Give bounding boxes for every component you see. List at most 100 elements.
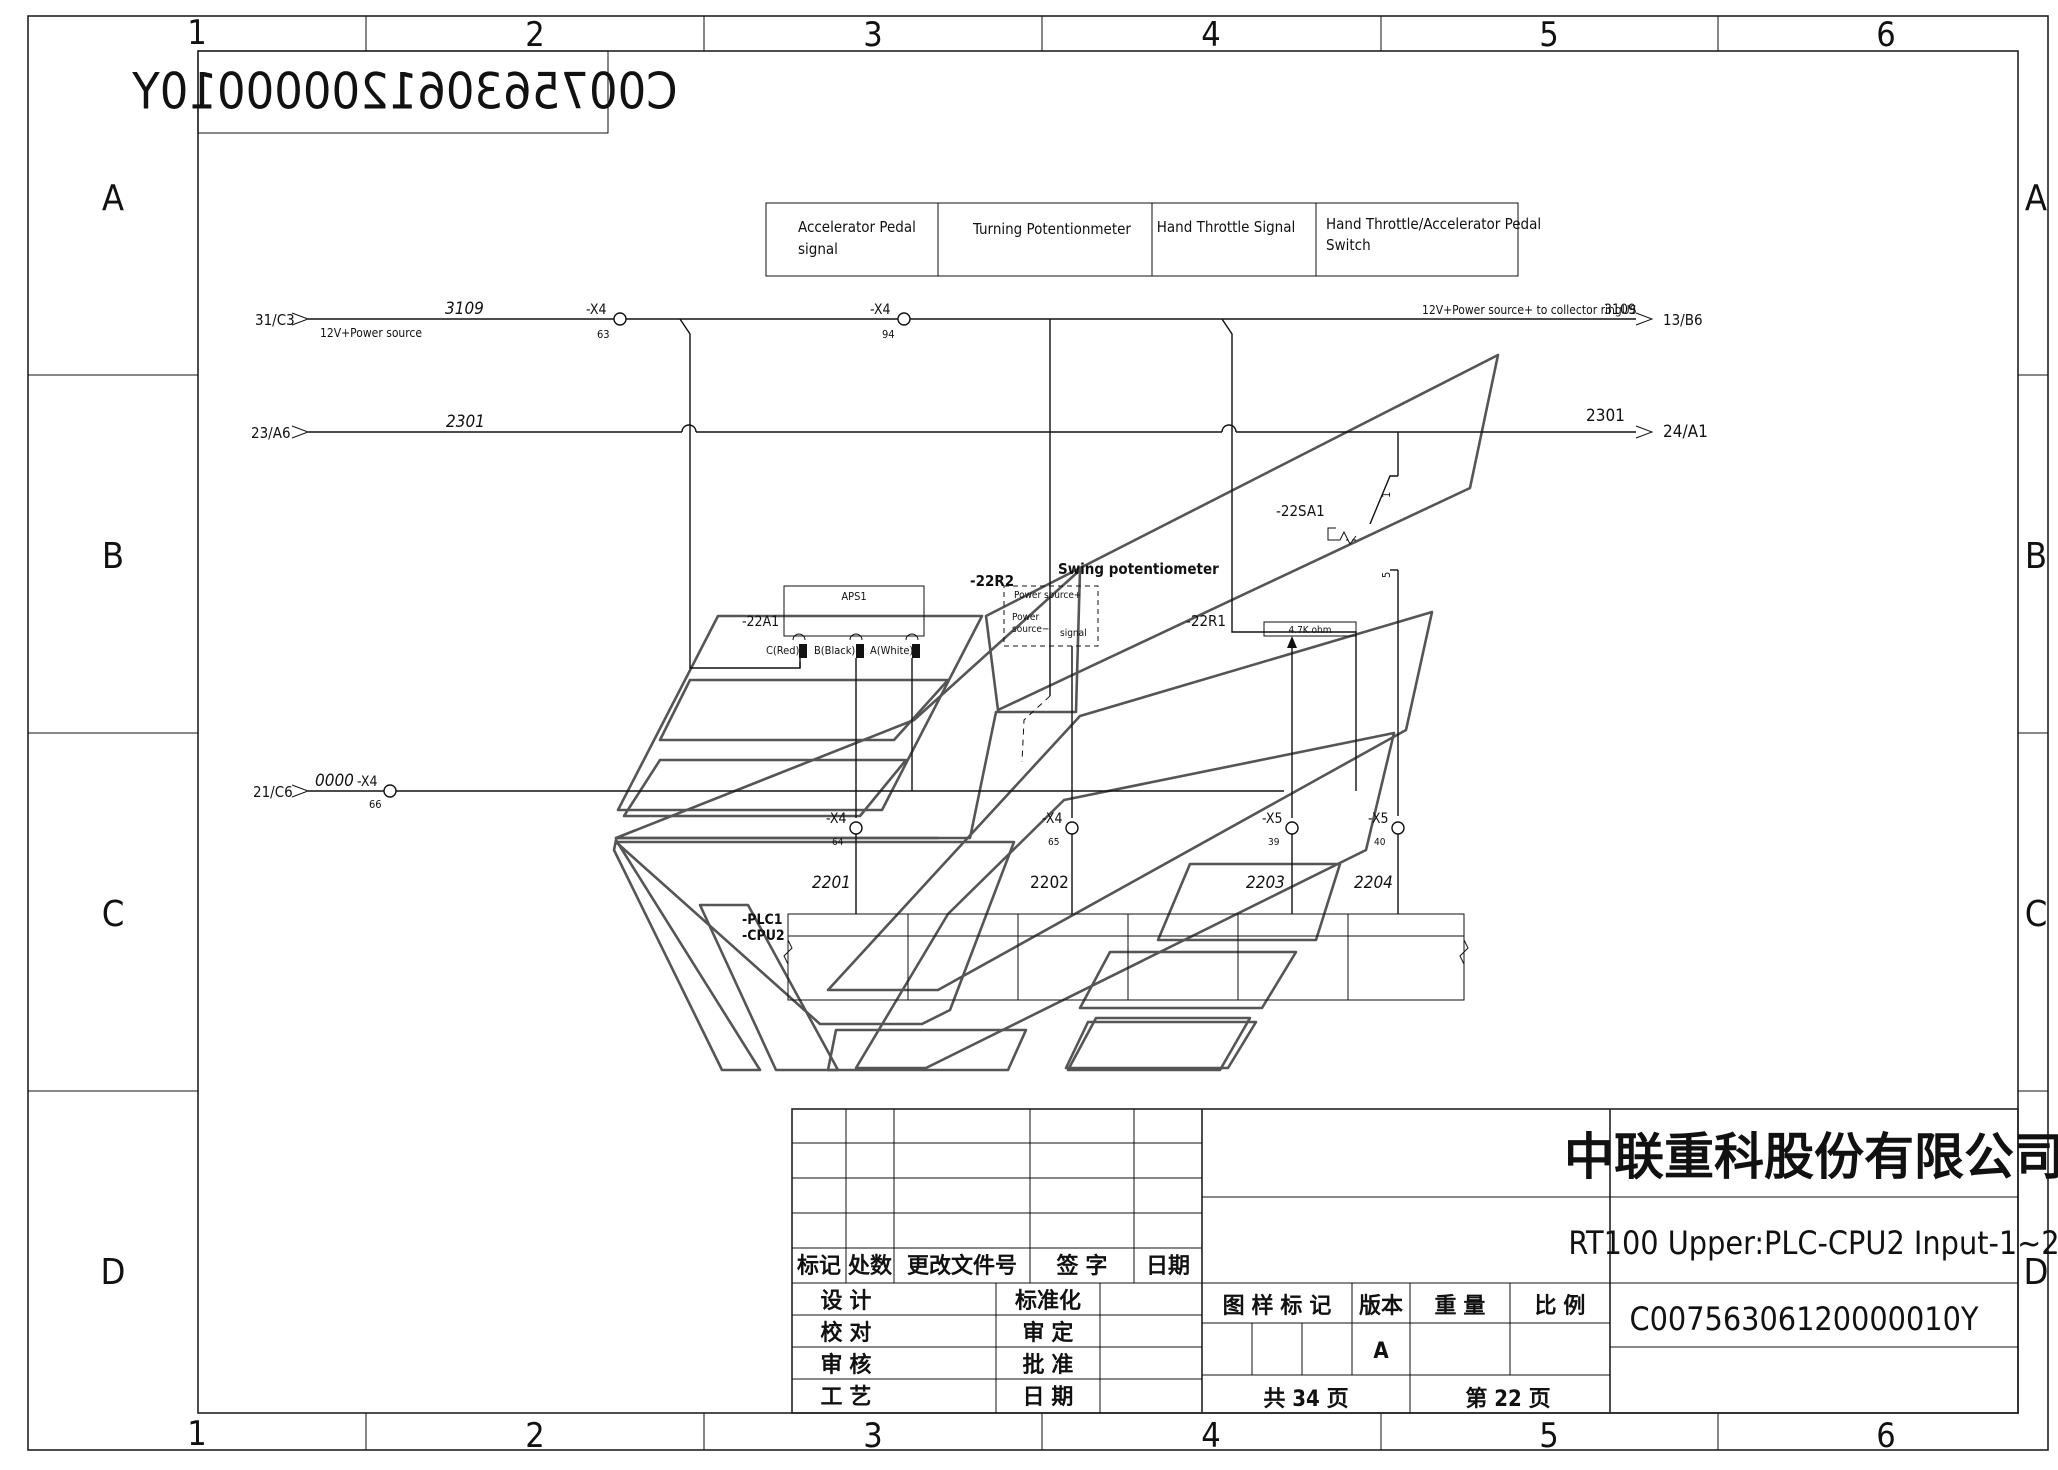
swing-pot-box: [1003, 585, 1099, 647]
header-col2: Turning Potentionmeter: [972, 220, 1131, 238]
pin-b-black: B(Black): [814, 644, 855, 657]
wire-label-2201: 2201: [812, 873, 851, 893]
total-pages: 共 34 页: [1263, 1387, 1348, 1412]
col-label-1-bottom: 1: [187, 1414, 206, 1454]
col-label-1: 1: [187, 13, 206, 53]
power-source-label: 12V+Power source: [320, 326, 422, 340]
pin-64: 64: [832, 837, 844, 848]
mark-header-version: 版本: [1359, 1294, 1403, 1319]
col-label-4-bottom: 4: [1201, 1416, 1220, 1456]
title-block: [791, 1108, 2019, 1414]
plc1-label: -PLC1: [742, 912, 783, 928]
pin-a-white: A(White): [870, 644, 913, 657]
x4-terminal-65: -X4: [1042, 811, 1063, 827]
plc-terminals: [849, 821, 1405, 914]
wire-0000: [291, 784, 1284, 798]
col-label-6-bottom: 6: [1876, 1416, 1895, 1456]
ref-31-c3: 31/C3: [255, 311, 295, 329]
wire-label-3109-right: 3109: [1604, 302, 1636, 318]
header-col4-line1: Hand Throttle/Accelerator Pedal: [1326, 215, 1541, 233]
drawing-number: C00756306120000010Y: [1630, 1300, 1979, 1338]
mirrored-number-box: [197, 50, 609, 134]
header-col3: Hand Throttle Signal: [1157, 218, 1295, 236]
rev-header-date: 日期: [1146, 1254, 1190, 1279]
sign-check: 校 对: [821, 1320, 872, 1346]
plc-cpu2-block: [783, 913, 1469, 1001]
version-value: A: [1373, 1339, 1389, 1364]
switch-pin-5: 5: [1380, 572, 1393, 578]
wire-label-3109: 3109: [445, 299, 484, 319]
pin-40: 40: [1374, 837, 1386, 848]
company-name: 中联重科股份有限公司: [1564, 1128, 2058, 1186]
sign-approve-review: 审 定: [1023, 1320, 1074, 1346]
inner-border: [197, 50, 2019, 1414]
switch-pin-1: 1: [1380, 492, 1393, 498]
aps1-box: [783, 585, 925, 637]
row-label-c: C: [102, 894, 125, 935]
rev-header-mark: 标记: [797, 1253, 841, 1279]
wire-label-2301: 2301: [446, 412, 485, 432]
col-label-3: 3: [863, 15, 882, 55]
sign-review: 审 核: [821, 1352, 872, 1378]
mark-header-drawing: 图 样 标 记: [1223, 1293, 1332, 1319]
rev-header-count: 处数: [847, 1253, 893, 1279]
resistor-value: 4.7K ohm: [1288, 625, 1331, 636]
col-label-4: 4: [1201, 15, 1220, 55]
sign-design: 设 计: [821, 1289, 872, 1314]
sign-standard: 标准化: [1015, 1288, 1081, 1314]
component-22a1: -22A1: [742, 614, 779, 630]
component-22r2: -22R2: [970, 572, 1014, 590]
wire-label-2204: 2204: [1354, 873, 1393, 893]
row-label-b-right: B: [2025, 536, 2047, 577]
pot-power: Power: [1012, 612, 1039, 623]
x5-terminal-39: -X5: [1262, 811, 1283, 827]
header-col1-line1: Accelerator Pedal: [798, 218, 916, 236]
rev-header-doc: 更改文件号: [907, 1253, 1017, 1279]
row-label-b: B: [102, 536, 124, 577]
drawing-title: RT100 Upper:PLC-CPU2 Input-1~2: [1568, 1224, 2058, 1262]
wire-2301: [291, 424, 1654, 439]
page-number: 第 22 页: [1465, 1386, 1550, 1412]
zone-dividers: [28, 16, 2048, 1450]
pot-power-plus: Power source+: [1014, 590, 1081, 601]
mirrored-drawing-number: C00756306120000010Y: [132, 63, 678, 121]
x4-terminal-94: -X4: [870, 302, 891, 318]
switch-label-22sa1: -22SA1: [1276, 502, 1325, 520]
aps1-label: APS1: [841, 590, 866, 603]
row-label-a: A: [102, 178, 124, 219]
pin-65: 65: [1048, 837, 1059, 848]
rev-header-sign: 签 字: [1056, 1253, 1108, 1279]
header-table: Accelerator Pedal signal Turning Potenti…: [765, 202, 1541, 277]
x4-terminal-64: -X4: [826, 811, 847, 827]
col-label-2-bottom: 2: [525, 1416, 544, 1456]
pin-63: 63: [597, 328, 610, 341]
pin-94: 94: [882, 328, 895, 341]
branch-wires: [679, 318, 1399, 816]
x4-terminal-63: -X4: [586, 302, 607, 318]
watermark-logo: [612, 353, 1500, 1072]
col-label-5-bottom: 5: [1539, 1416, 1558, 1456]
mark-header-scale: 比 例: [1535, 1294, 1586, 1319]
component-22r1: -22R1: [1186, 612, 1226, 630]
resistor-4k7: [1263, 621, 1357, 637]
wire-label-2203: 2203: [1246, 873, 1285, 893]
wire-3109: [291, 312, 1654, 326]
swing-pot-title: Swing potentiometer: [1058, 560, 1219, 578]
x5-terminal-40: -X5: [1368, 811, 1389, 827]
header-col1-line2: signal: [798, 240, 838, 258]
row-label-d-right: D: [2024, 1252, 2049, 1293]
header-col4-line2: Switch: [1326, 236, 1371, 254]
ref-13-b6: 13/B6: [1663, 311, 1703, 329]
sign-process: 工 艺: [821, 1384, 872, 1410]
ref-23-a6: 23/A6: [251, 424, 291, 442]
collector-ring-label: 12V+Power source+ to collector ringUS: [1422, 303, 1637, 317]
row-label-c-right: C: [2025, 894, 2048, 935]
pin-c-red: C(Red): [766, 644, 800, 657]
wire-label-0000: 0000: [315, 771, 354, 791]
wire-label-2301-right: 2301: [1586, 406, 1625, 426]
row-label-a-right: A: [2025, 178, 2047, 219]
wire-label-2202: 2202: [1030, 873, 1069, 893]
col-label-5: 5: [1539, 15, 1558, 55]
pot-source-minus: source−: [1012, 624, 1049, 635]
